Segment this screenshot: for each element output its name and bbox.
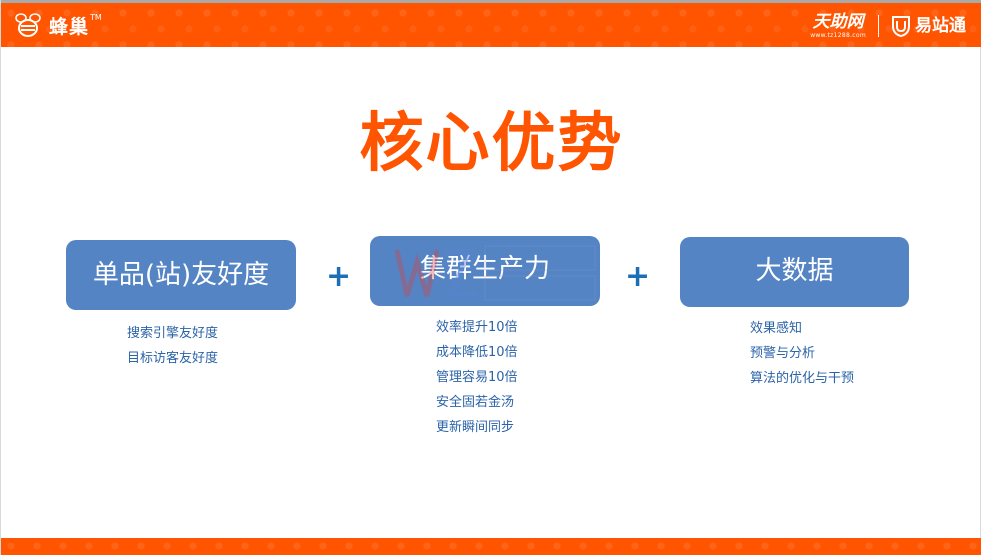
list-item: 搜索引擎友好度 xyxy=(127,326,219,341)
logo-divider xyxy=(878,15,879,37)
top-border xyxy=(1,0,981,3)
brand-name: 蜂巢 xyxy=(49,15,90,38)
partner2-name: 易站通 xyxy=(915,16,966,36)
list-item: 效率提升10倍 xyxy=(436,320,518,335)
pillar-box-single-site: 单品(站)友好度 xyxy=(66,240,296,310)
list-item: 预警与分析 xyxy=(750,346,816,361)
list-item: 算法的优化与干预 xyxy=(750,371,855,386)
pillar-box-cluster: 集群生产力 xyxy=(370,236,600,306)
list-item: 安全固若金汤 xyxy=(436,395,515,410)
list-item: 目标访客友好度 xyxy=(127,351,219,366)
partner-logo-tianzhu: 天助网 www.tz1288.com xyxy=(810,12,866,40)
footer-bar xyxy=(1,538,981,555)
header-bar: 蜂巢 TM 天助网 www.tz1288.com 易站通 xyxy=(1,3,981,47)
pillar-list-single-site: 搜索引擎友好度 目标访客友好度 xyxy=(127,321,218,371)
plus-sign-2: + xyxy=(625,259,651,294)
brand-logo: 蜂巢 TM xyxy=(13,9,102,41)
partner-logos: 天助网 www.tz1288.com 易站通 xyxy=(810,9,966,43)
shield-u-icon xyxy=(892,16,910,37)
pillar-box-big-data: 大数据 xyxy=(680,237,909,307)
list-item: 成本降低10倍 xyxy=(436,345,518,360)
list-item: 管理容易10倍 xyxy=(436,370,518,385)
bee-logo-icon xyxy=(15,13,41,37)
list-item: 更新瞬间同步 xyxy=(436,420,515,435)
trademark-mark: TM xyxy=(90,12,102,22)
partner-logo-yizhantong: 易站通 xyxy=(915,16,966,36)
list-item: 效果感知 xyxy=(750,321,803,336)
partner1-url: www.tz1288.com xyxy=(810,32,866,39)
pillar-list-cluster: 效率提升10倍 成本降低10倍 管理容易10倍 安全固若金汤 更新瞬间同步 xyxy=(436,315,518,440)
slide-title: 核心优势 xyxy=(359,107,624,181)
pillar-list-big-data: 效果感知 预警与分析 算法的优化与干预 xyxy=(750,316,854,391)
plus-sign-1: + xyxy=(326,259,352,294)
partner1-name: 天助网 xyxy=(812,12,864,32)
